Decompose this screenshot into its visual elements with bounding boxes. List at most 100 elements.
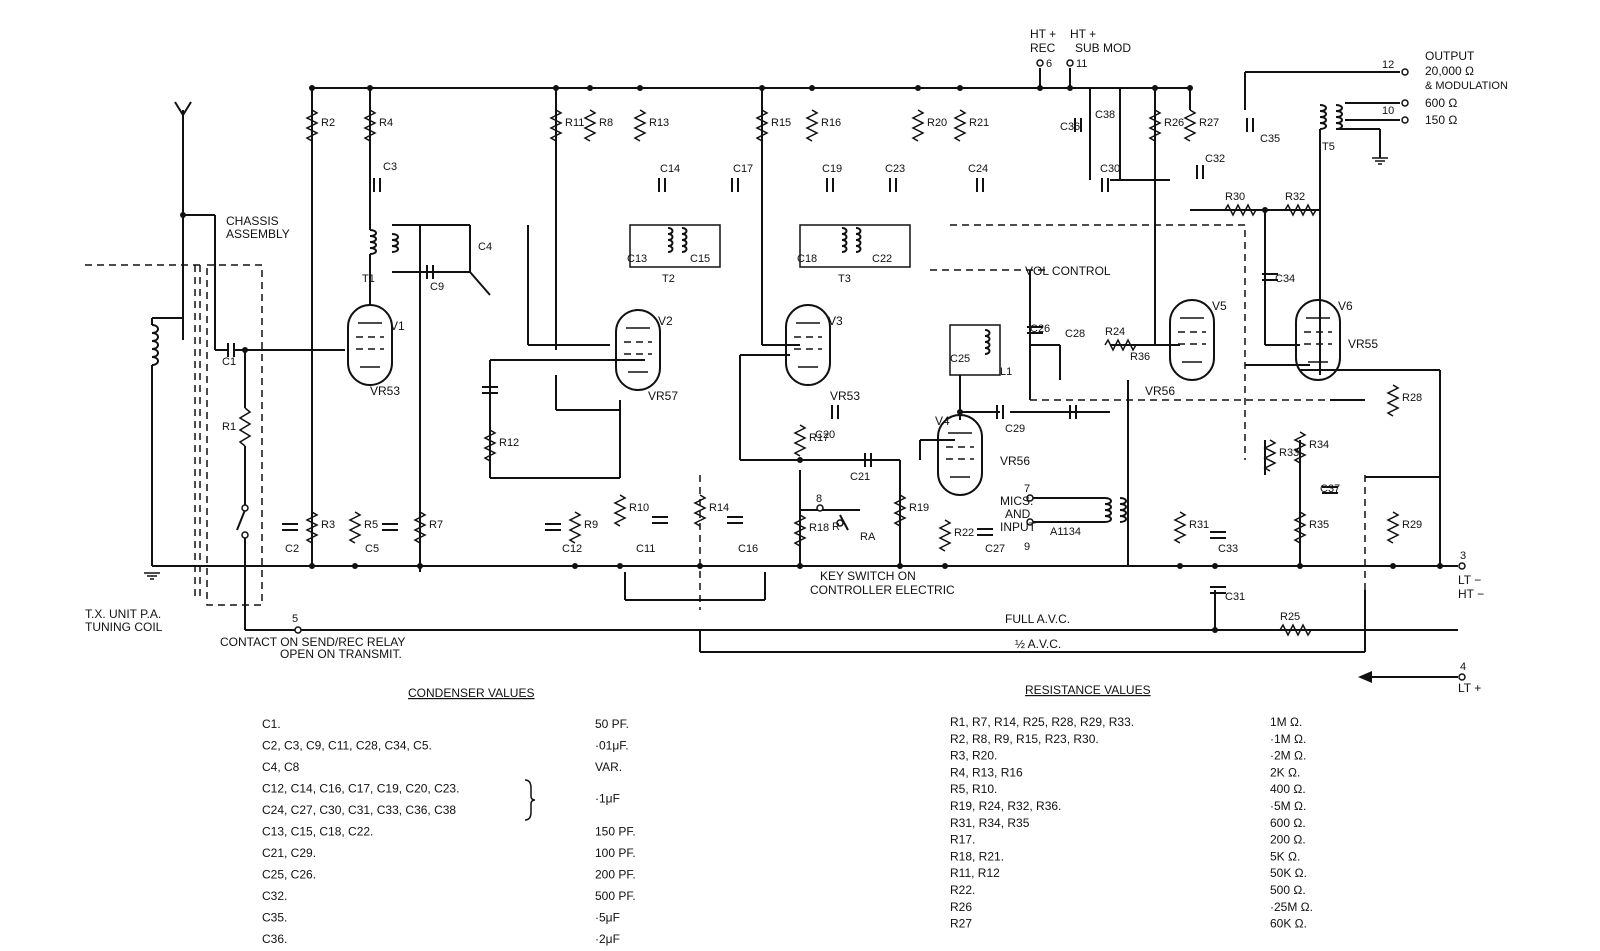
ground-icons	[143, 572, 161, 580]
capacitor-c9: C9	[430, 281, 444, 293]
resistor-label: R25	[1280, 611, 1300, 623]
resistor-r13: R13	[633, 109, 669, 142]
capacitor-c1: C1	[222, 356, 236, 368]
condenser-row: C36.·2μF	[262, 932, 620, 946]
resistor-r29: R29	[1386, 511, 1422, 544]
t5-label: T5	[1322, 141, 1335, 153]
capacitor-plates	[1210, 531, 1226, 539]
terminal-4: 4	[1460, 661, 1466, 673]
resistor-r30: R30	[1224, 191, 1257, 217]
resistor-label: R32	[1285, 191, 1305, 203]
condenser-value: 50 PF.	[595, 717, 629, 731]
capacitor-plates	[373, 178, 381, 192]
capacitor-plates	[976, 178, 984, 192]
junction-dot	[957, 85, 963, 91]
capacitor-label: C18	[797, 253, 817, 265]
terminals	[294, 59, 1466, 681]
resistor-label: R28	[1402, 392, 1422, 404]
resistor-r22: R22	[938, 519, 974, 552]
resistor-r31: R31	[1173, 511, 1209, 544]
junction-dot	[915, 85, 921, 91]
resistance-refs: R17.	[950, 833, 975, 847]
condenser-value: ·01μF.	[595, 739, 629, 753]
junction-dot	[242, 347, 248, 353]
lt-plus-arrow	[1358, 671, 1458, 683]
terminal-10: 10	[1382, 105, 1394, 117]
capacitor-label: C3	[383, 161, 397, 173]
capacitor-c3: C3	[383, 161, 397, 173]
resistor-r20: R20	[911, 109, 947, 142]
junction-dot	[587, 85, 593, 91]
condenser-row: C32.500 PF.	[262, 889, 636, 903]
resistor-r27: R27	[1183, 109, 1219, 142]
valve-type-label: VR56	[1145, 384, 1175, 398]
condenser-refs: C21, C29.	[262, 846, 316, 860]
resistance-row: R22.500 Ω.	[950, 883, 1306, 897]
capacitor-c13: C13	[627, 253, 647, 265]
capacitor-c21: C21	[850, 471, 870, 483]
condenser-value: VAR.	[595, 760, 622, 774]
junction-dot	[697, 563, 703, 569]
resistor-label: R2	[321, 117, 335, 129]
capacitor-plates	[731, 178, 739, 192]
terminal-3: 3	[1460, 550, 1466, 562]
resistor-label: R27	[1199, 117, 1219, 129]
resistor-label: R14	[709, 502, 729, 514]
junction-dot	[957, 409, 963, 415]
valve-type-label: VR56	[1000, 454, 1030, 468]
resistance-value: ·5M Ω.	[1270, 799, 1306, 813]
condenser-refs: C35.	[262, 911, 287, 925]
capacitor-label: C28	[1065, 328, 1085, 340]
capacitor-plates	[282, 523, 298, 531]
capacitor-plates	[658, 178, 666, 192]
capacitor-label: C16	[738, 543, 758, 555]
capacitor-label: C31	[1225, 591, 1245, 603]
junction-dot	[572, 563, 578, 569]
resistor-label: R4	[379, 117, 393, 129]
valve-ref-label: V2	[658, 314, 673, 328]
capacitor-c5: C5	[365, 543, 379, 555]
capacitor-label: C29	[1005, 423, 1025, 435]
capacitor-plates	[545, 523, 561, 531]
resistor-label: R9	[584, 519, 598, 531]
resistance-value: 50K Ω.	[1270, 866, 1307, 880]
capacitor-plates	[652, 516, 668, 524]
resistor-r14: R14	[693, 494, 729, 527]
capacitor-c16: C16	[738, 543, 758, 555]
valve-type-label: VR55	[1348, 337, 1378, 351]
terminal-7: 7	[1024, 483, 1030, 495]
ht-sub-label-2: SUB MOD	[1075, 41, 1131, 55]
condenser-value: ·1μF	[595, 792, 620, 806]
capacitor-c27: C27	[985, 543, 1005, 555]
resistor-r24: R24	[1104, 326, 1137, 352]
capacitor-c14: C14	[660, 163, 680, 175]
resistance-value: 200 Ω.	[1270, 833, 1306, 847]
capacitor-label: C23	[885, 163, 905, 175]
condenser-refs: C1.	[262, 717, 281, 731]
junction-dots	[180, 85, 1443, 633]
capacitor-plates	[1101, 178, 1109, 192]
mics-label-2: AND	[1005, 507, 1031, 521]
resistance-refs: R27	[950, 917, 972, 931]
tx-unit-label: T.X. UNIT P.A.	[85, 607, 161, 621]
resistance-refs: R3, R20.	[950, 749, 997, 763]
key-switch-label-2: CONTROLLER ELECTRIC	[810, 583, 955, 597]
resistance-value: 500 Ω.	[1270, 883, 1306, 897]
capacitor-label: C13	[627, 253, 647, 265]
capacitor-label: C25	[950, 353, 970, 365]
resistor-label: R26	[1164, 117, 1184, 129]
capacitor-label: C17	[733, 163, 753, 175]
junction-dot	[617, 563, 623, 569]
capacitor-plates	[727, 516, 743, 524]
output-150: 150 Ω	[1425, 113, 1457, 127]
resistor-r16: R16	[805, 109, 841, 142]
junction-dot	[417, 563, 423, 569]
capacitor-c4: C4	[478, 241, 492, 253]
junction-dot	[1177, 563, 1183, 569]
resistance-value: ·1M Ω.	[1270, 732, 1306, 746]
resistance-row: R5, R10.400 Ω.	[950, 782, 1306, 796]
